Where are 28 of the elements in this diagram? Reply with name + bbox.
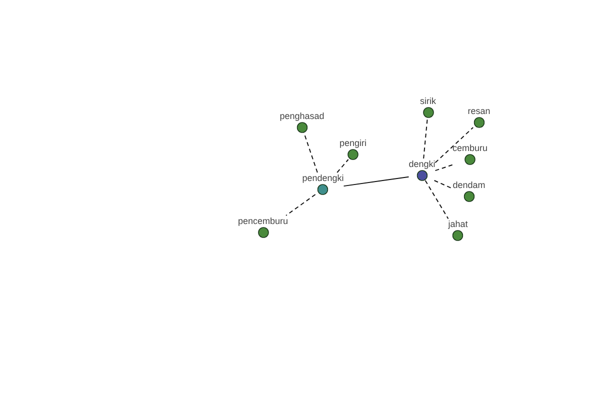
node-label: pengiri xyxy=(339,138,367,148)
connector xyxy=(343,176,410,187)
dashed-connector xyxy=(434,127,474,164)
dashed-connector xyxy=(303,132,318,173)
graph-node xyxy=(448,218,468,240)
node-label: dengki xyxy=(408,158,436,168)
graph-node xyxy=(238,216,288,238)
node-label: pendengki xyxy=(302,172,344,182)
node-label: penghasad xyxy=(280,110,324,120)
dashed-connector xyxy=(423,117,428,159)
dashed-connector xyxy=(434,164,454,172)
graph-node xyxy=(452,180,486,202)
node-label: cemburu xyxy=(452,142,488,152)
dashed-connector xyxy=(286,194,316,216)
graph-node xyxy=(408,158,436,180)
node-label: resan xyxy=(468,106,490,116)
graph-node xyxy=(452,142,488,164)
node-label: pencemburu xyxy=(238,216,288,226)
graph-node xyxy=(302,172,344,194)
node-label: jahat xyxy=(448,218,468,228)
graph-node xyxy=(420,96,436,118)
graph-node xyxy=(280,110,324,132)
dashed-connector xyxy=(434,180,454,190)
node-label: dendam xyxy=(452,180,486,190)
dashed-connector xyxy=(424,180,449,220)
graph-node xyxy=(339,138,367,160)
dashed-connector xyxy=(336,159,349,173)
node-label: sirik xyxy=(420,96,436,106)
